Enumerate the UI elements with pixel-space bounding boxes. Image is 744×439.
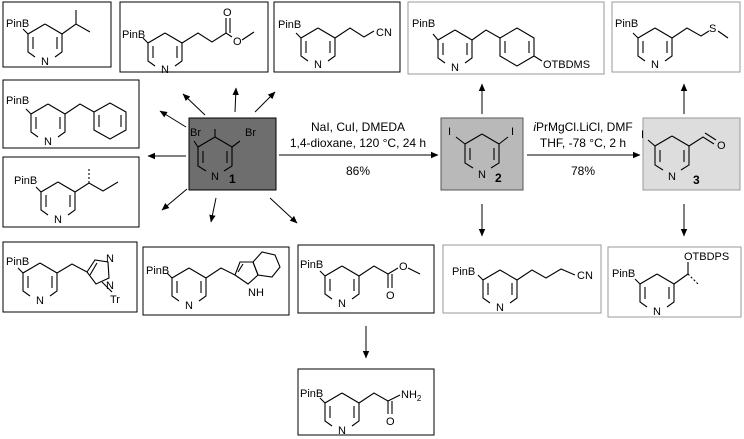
box-thioether [611,1,741,73]
product-nitrile-pinb: PinB [278,19,301,31]
product-imidazole-n: N [36,295,44,307]
product-acetate-n: N [338,298,346,310]
step1-yield: 86% [346,164,370,178]
product-butyronitrile-cn: CN [577,270,593,282]
product-isopropyl-n: N [41,56,49,68]
compound-2-number: 2 [495,171,502,185]
product-otbdms-n: N [451,62,459,74]
box-butyronitrile [442,244,602,314]
product-acetate-pinb: PinB [300,259,323,271]
product-acetamide-n: N [338,425,346,437]
box-acetate [297,244,435,314]
arrow-to-imidazole [161,188,188,211]
product-imidazole-pinb: PinB [6,256,29,268]
box-imidazole [2,241,138,313]
product-acetate-o2: O [399,261,408,273]
product-indole-structure [166,251,281,302]
arrow-to-indole [209,197,217,223]
compound-3-aldehyde-o: O [717,140,726,152]
compound-3-ring-n: N [668,171,676,183]
step2-conditions: THF, -78 °C, 2 h [540,136,626,150]
product-imidazole-tr: Tr [110,294,120,306]
step2-yield: 78% [571,164,595,178]
product-ester-o1: O [223,7,232,19]
product-indole-pinb: PinB [146,265,169,277]
compound-1-br-left: Br [190,127,201,139]
compound-3-i: I [641,129,644,141]
product-ester-structure [142,18,255,67]
product-secbutyl-n: N [54,214,62,226]
compound-1-structure [193,129,241,172]
product-indole-nh: NH [248,287,264,299]
product-otbdps-pinb: PinB [612,268,635,280]
product-otbdms-structure [432,27,543,67]
compound-3-box [642,117,741,191]
product-ester-o2: O [233,36,242,48]
product-otbdps-structure [634,262,699,308]
product-ester-n: N [161,64,169,76]
product-otbdps-o: OTBDPS [684,251,729,263]
step2-reagents: iPrMgCl.LiCl, DMF [533,120,632,134]
product-imidazole-structure [17,259,113,297]
step1-reagents: NaI, CuI, DMEDA [311,120,405,134]
box-acetamide [297,368,435,436]
product-benzyl-structure [25,102,127,140]
product-acetate-o1: O [386,290,395,302]
product-nitrile-cn: CN [376,27,392,39]
compound-1-br-right: Br [245,127,256,139]
compound-1-ring-n: N [211,171,219,183]
product-benzyl-n: N [44,136,52,148]
product-imidazole-n1: N [106,253,114,265]
product-acetamide-pinb: PinB [300,388,323,400]
product-imidazole-n2: N [106,280,114,292]
product-acetamide-nh2: NH2 [401,389,422,403]
box-methyl-ester [119,1,269,73]
arrow-to-benzyl [159,110,187,128]
compound-2-structure [455,133,509,169]
product-butyronitrile-structure [477,268,576,304]
arrow-to-acetate [269,197,298,224]
product-secbutyl-pinb: PinB [14,175,37,187]
arrow-to-ester [232,87,239,113]
product-otbdms-pinb: PinB [412,18,435,30]
step1-conditions: 1,4-dioxane, 120 °C, 24 h [290,136,426,150]
box-benzyl [2,79,140,149]
product-thioether-pinb: PinB [615,18,638,30]
product-secbutyl-structure [35,168,119,216]
compound-2-i-right: I [511,126,514,138]
product-isopropyl-pinb: PinB [6,18,29,30]
box-sec-butyl [2,156,140,228]
product-otbdps-n: N [653,306,661,318]
compound-2-ring-n: N [478,169,486,181]
product-butyronitrile-pinb: PinB [452,266,475,278]
product-thioether-structure [632,27,729,62]
arrow-to-isopropyl [182,93,206,116]
product-indole-n: N [185,300,193,312]
compound-2-i-left: I [448,126,451,138]
product-otbdms-o: OTBDMS [543,59,590,71]
compound-2-box [440,117,524,191]
product-nitrile-n: N [314,59,322,71]
product-ester-pinb: PinB [122,29,145,41]
box-indole [142,246,290,316]
product-acetate-structure [319,265,421,300]
compound-3-structure [647,132,717,171]
product-acetamide-structure [319,392,401,427]
compound-1-number: 1 [229,172,236,186]
box-otbdps [607,246,742,318]
arrows [147,83,688,359]
arrow-to-nitrile [254,91,276,113]
product-acetamide-o: O [386,416,395,428]
product-isopropyl-structure [22,10,91,58]
product-thioether-s: S [709,23,716,35]
compound-3-number: 3 [693,173,700,187]
box-isopropyl [2,1,112,68]
product-thioether-n: N [651,59,659,71]
product-benzyl-pinb: PinB [6,95,29,107]
product-nitrile-structure [295,27,375,62]
product-butyronitrile-n: N [496,302,504,314]
